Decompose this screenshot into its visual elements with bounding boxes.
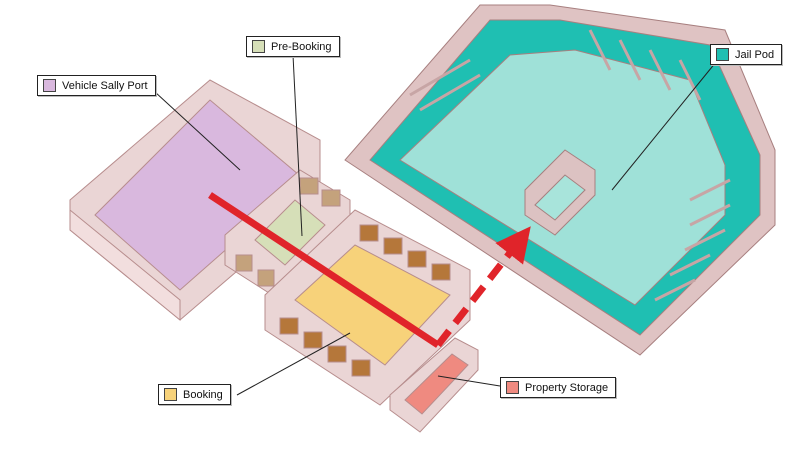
label-text-pre-booking: Pre-Booking xyxy=(271,40,332,53)
label-vehicle-sally-port: Vehicle Sally Port xyxy=(37,75,156,96)
leader-lines xyxy=(154,54,717,396)
jail-pod-area xyxy=(344,4,776,356)
route-arrow-icon xyxy=(208,192,440,348)
label-text-property-storage: Property Storage xyxy=(525,381,609,394)
swatch-vehicle-sally-port xyxy=(43,79,56,92)
label-text-jail-pod: Jail Pod xyxy=(735,48,775,61)
swatch-booking xyxy=(164,388,177,401)
dashed-arrow-icon xyxy=(435,226,531,348)
property-storage-area xyxy=(389,337,479,433)
pre-booking-area xyxy=(224,169,351,301)
label-jail-pod: Jail Pod xyxy=(710,44,783,65)
swatch-pre-booking xyxy=(252,40,265,53)
swatch-jail-pod xyxy=(716,48,729,61)
swatch-property-storage xyxy=(506,381,519,394)
label-property-storage: Property Storage xyxy=(500,377,617,398)
label-pre-booking: Pre-Booking xyxy=(246,36,340,57)
label-booking: Booking xyxy=(158,384,231,405)
vehicle-sally-port-area xyxy=(69,79,321,322)
jail-pod-cell-walls xyxy=(409,29,731,302)
label-text-vehicle-sally-port: Vehicle Sally Port xyxy=(62,79,148,92)
label-text-booking: Booking xyxy=(183,388,223,401)
